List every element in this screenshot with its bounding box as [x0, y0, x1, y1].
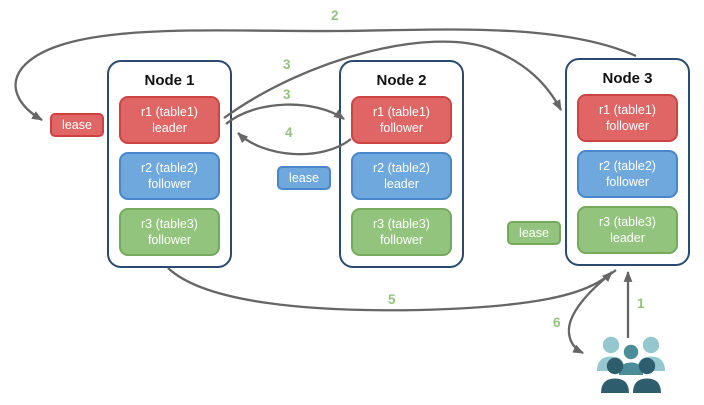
replica-range: r2 (table2) — [373, 160, 430, 175]
node-2-replica-r1: r1 (table1) follower — [351, 96, 452, 144]
step-label-4: 4 — [285, 125, 293, 140]
replica-role: follower — [147, 233, 192, 247]
replica-range: r1 (table1) — [599, 102, 656, 117]
node-3-replica-r2: r2 (table2) follower — [577, 150, 678, 198]
node-1-replica-r2: r2 (table2) follower — [119, 152, 220, 200]
replica-role: leader — [610, 231, 645, 245]
step-label-6: 6 — [553, 315, 561, 330]
arrow-step4-follower-ack-to-leader — [237, 132, 352, 156]
step-label-1: 1 — [637, 296, 645, 311]
node-1-replica-r3: r3 (table3) follower — [119, 208, 220, 256]
replica-range: r1 (table1) — [141, 104, 198, 119]
replica-range: r2 (table2) — [141, 160, 198, 175]
node-3-replica-r3: r3 (table3) leader — [577, 206, 678, 254]
step-label-3b: 3 — [283, 87, 291, 102]
node-3: Node 3 r1 (table1) follower r2 (table2) … — [565, 58, 690, 266]
node-3-title: Node 3 — [602, 70, 653, 87]
replica-range: r3 (table3) — [141, 216, 198, 231]
lease-badge-r2: lease — [277, 166, 331, 190]
lease-badge-r3: lease — [507, 221, 561, 245]
step-label-3a: 3 — [283, 57, 291, 72]
node-2-title: Node 2 — [376, 72, 427, 89]
node-2-replica-r2: r2 (table2) leader — [351, 152, 452, 200]
node-1: Node 1 r1 (table1) leader r2 (table2) fo… — [107, 60, 232, 268]
replica-role: follower — [379, 233, 424, 247]
replica-role: follower — [605, 119, 650, 133]
replica-range: r3 (table3) — [373, 216, 430, 231]
replica-range: r3 (table3) — [599, 214, 656, 229]
node-2: Node 2 r1 (table1) follower r2 (table2) … — [339, 60, 464, 268]
replica-role: follower — [379, 121, 424, 135]
arrow-step3-leader-to-node2-follower — [225, 103, 345, 125]
node-1-replica-r1: r1 (table1) leader — [119, 96, 220, 144]
replica-role: follower — [147, 177, 192, 191]
node-1-title: Node 1 — [144, 72, 195, 89]
replica-range: r2 (table2) — [599, 158, 656, 173]
node-2-replica-r3: r3 (table3) follower — [351, 208, 452, 256]
users-group-icon — [597, 336, 665, 393]
node-3-replica-r1: r1 (table1) follower — [577, 94, 678, 142]
step-label-5: 5 — [388, 292, 396, 307]
step-label-2: 2 — [331, 8, 339, 23]
replica-range: r1 (table1) — [373, 104, 430, 119]
replica-role: leader — [384, 177, 419, 191]
replica-role: leader — [152, 121, 187, 135]
lease-badge-r1: lease — [50, 113, 104, 137]
replica-role: follower — [605, 175, 650, 189]
